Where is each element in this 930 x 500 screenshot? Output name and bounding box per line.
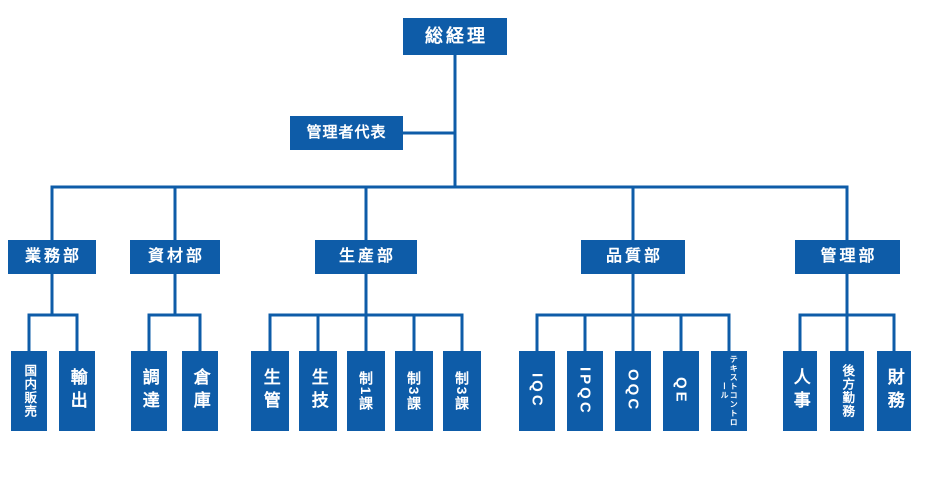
unit-section-1: 制1課 — [347, 351, 385, 431]
unit-warehouse: 倉庫 — [182, 351, 218, 431]
unit-production-control: 生管 — [251, 351, 289, 431]
dept-quality: 品質部 — [581, 240, 685, 274]
node-general-manager: 総経理 — [403, 18, 507, 55]
unit-section-3a: 制3課 — [395, 351, 433, 431]
unit-export: 輸出 — [59, 351, 95, 431]
unit-iqc: IQC — [519, 351, 555, 431]
unit-oqc: OQC — [615, 351, 651, 431]
dept-admin: 管理部 — [795, 240, 900, 274]
dept-production: 生産部 — [315, 240, 417, 274]
unit-qe: QE — [663, 351, 699, 431]
unit-hr: 人事 — [783, 351, 817, 431]
unit-text-control: テキストコントロール — [711, 351, 747, 431]
unit-logistics: 後方勤務 — [830, 351, 864, 431]
node-management-representative: 管理者代表 — [290, 116, 403, 150]
unit-domestic-sales: 国内販売 — [11, 351, 47, 431]
unit-finance: 財務 — [877, 351, 911, 431]
dept-materials: 資材部 — [130, 240, 220, 274]
unit-section-3b: 制3課 — [443, 351, 481, 431]
unit-ipqc: IPQC — [567, 351, 603, 431]
unit-procurement: 調達 — [131, 351, 167, 431]
dept-business: 業務部 — [8, 240, 96, 274]
unit-production-tech: 生技 — [299, 351, 337, 431]
